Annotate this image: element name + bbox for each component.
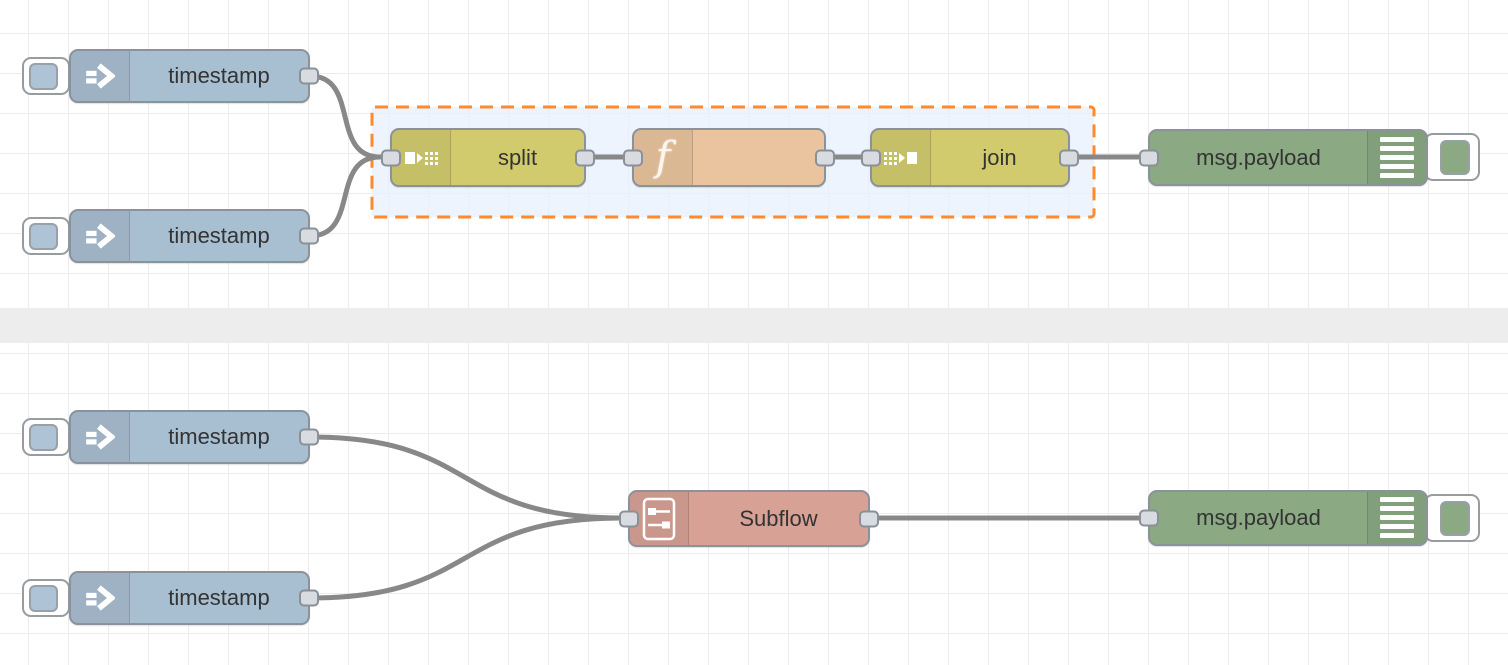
output-port[interactable]	[575, 149, 595, 166]
inject-icon-area	[71, 573, 130, 623]
node-label: split	[497, 144, 538, 170]
node-label: timestamp	[168, 223, 270, 248]
debug-toggle-button[interactable]	[1424, 494, 1480, 542]
inject-button-face	[29, 63, 58, 90]
debug-node-2[interactable]: msg.payload	[1139, 490, 1428, 546]
inject-button-face	[29, 585, 58, 612]
input-port[interactable]	[381, 149, 401, 166]
subflow-icon	[642, 497, 676, 540]
debug-icon-area	[1367, 131, 1426, 184]
node-label: Subflow	[739, 505, 818, 531]
join-node[interactable]: join	[861, 128, 1079, 187]
inject-button[interactable]	[22, 217, 70, 255]
inject-icon-area	[71, 51, 130, 101]
inject-button-face	[29, 424, 58, 451]
node-label: timestamp	[168, 63, 270, 88]
inject-arrow-icon	[86, 223, 115, 249]
subflow-node[interactable]: Subflow	[619, 490, 879, 547]
inject-arrow-icon	[86, 63, 115, 89]
debug-button-face	[1440, 501, 1470, 536]
join-icon	[884, 151, 917, 165]
debug-node-1[interactable]: msg.payload	[1139, 129, 1428, 186]
debug-toggle-button[interactable]	[1424, 133, 1480, 181]
inject-arrow-icon	[86, 585, 115, 611]
input-port[interactable]	[1139, 149, 1159, 166]
inject-icon-area	[71, 412, 130, 462]
input-port[interactable]	[623, 149, 643, 166]
inject-node-2[interactable]: timestamp	[69, 209, 319, 263]
inject-arrow-icon	[86, 424, 115, 450]
node-label: msg.payload	[1196, 505, 1321, 530]
join-icon-area	[872, 130, 931, 185]
flow-divider-band	[0, 308, 1508, 343]
wire-inject2-split[interactable]	[307, 154, 383, 239]
node-label: msg.payload	[1196, 144, 1321, 170]
wire-inject1-split[interactable]	[307, 73, 383, 160]
output-port[interactable]	[1059, 149, 1079, 166]
inject-button[interactable]	[22, 57, 70, 95]
split-icon-area	[392, 130, 451, 185]
wire-inject3-subflow[interactable]	[307, 434, 625, 521]
debug-list-icon	[1380, 497, 1414, 538]
inject-node-3[interactable]: timestamp	[69, 410, 319, 464]
debug-button-face	[1440, 140, 1470, 175]
inject-button-face	[29, 223, 58, 250]
inject-icon-area	[71, 211, 130, 261]
output-port[interactable]	[299, 227, 319, 245]
debug-icon-area	[1367, 492, 1426, 544]
output-port[interactable]	[859, 510, 879, 527]
output-port[interactable]	[815, 149, 835, 166]
subflow-icon-area	[630, 492, 689, 545]
node-label: timestamp	[168, 424, 270, 449]
node-label: join	[982, 144, 1017, 170]
inject-node-4[interactable]: timestamp	[69, 571, 319, 625]
split-icon	[405, 151, 438, 165]
input-port[interactable]	[861, 149, 881, 166]
inject-button[interactable]	[22, 418, 70, 456]
output-port[interactable]	[299, 67, 319, 85]
node-label: timestamp	[168, 585, 270, 610]
output-port[interactable]	[299, 428, 319, 446]
node-label	[693, 130, 824, 185]
debug-list-icon	[1380, 136, 1414, 178]
function-icon: f	[655, 133, 671, 180]
inject-button[interactable]	[22, 579, 70, 617]
function-icon-area: f	[634, 130, 693, 185]
input-port[interactable]	[1139, 509, 1159, 527]
inject-node-1[interactable]: timestamp	[69, 49, 319, 103]
function-node[interactable]: f	[623, 128, 835, 187]
wire-inject4-subflow[interactable]	[307, 515, 625, 601]
output-port[interactable]	[299, 589, 319, 607]
input-port[interactable]	[619, 510, 639, 527]
split-node[interactable]: split	[381, 128, 595, 187]
